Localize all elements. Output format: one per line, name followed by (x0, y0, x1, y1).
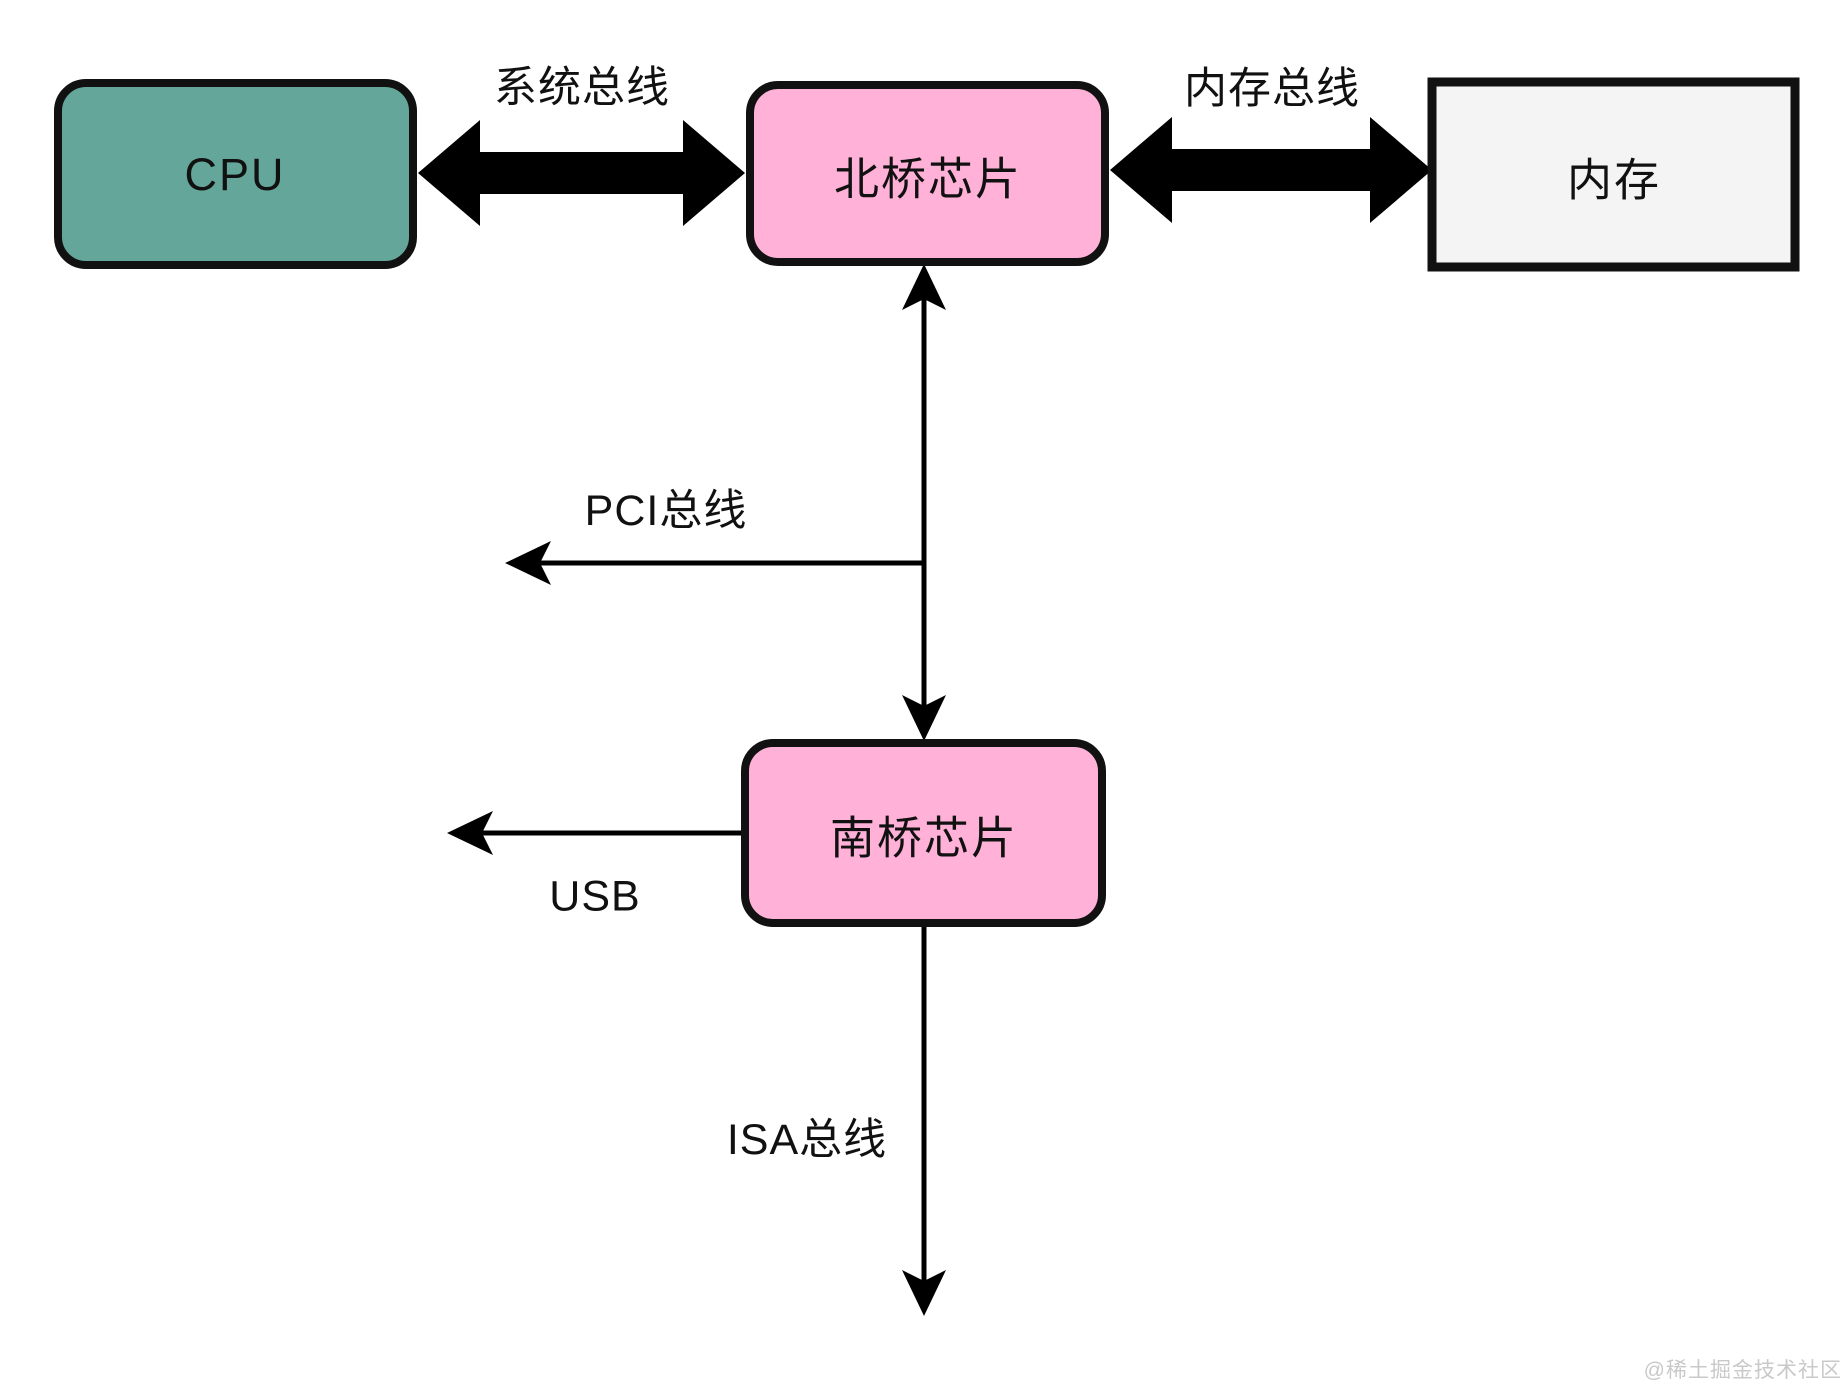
arrowhead-down-into-southbridge (902, 695, 946, 741)
cpu-box (54, 79, 417, 269)
watermark-text: @稀土掘金技术社区 (1643, 1359, 1842, 1382)
memory-bus-label: 内存总线 (1184, 65, 1360, 113)
system-bus-label: 系统总线 (494, 64, 670, 112)
southbridge-label: 南桥芯片 (829, 812, 1019, 864)
memory-bus-arrow (1110, 117, 1432, 223)
usb-label: USB (549, 872, 641, 921)
isa-bus-arrowhead (902, 1270, 946, 1316)
pci-bus-arrowhead (505, 541, 551, 585)
memory-label: 内存 (1566, 154, 1662, 206)
pci-bus-label: PCI总线 (584, 487, 748, 535)
usb-arrowhead (447, 811, 493, 855)
northbridge-box (746, 81, 1109, 266)
isa-bus-label: ISA总线 (726, 1116, 888, 1164)
arrowhead-up-into-northbridge (902, 264, 946, 310)
southbridge-box (741, 739, 1106, 927)
system-bus-arrow (418, 120, 745, 226)
cpu-label: CPU (184, 149, 286, 200)
northbridge-label: 北桥芯片 (833, 153, 1023, 205)
memory-box (1427, 77, 1800, 272)
